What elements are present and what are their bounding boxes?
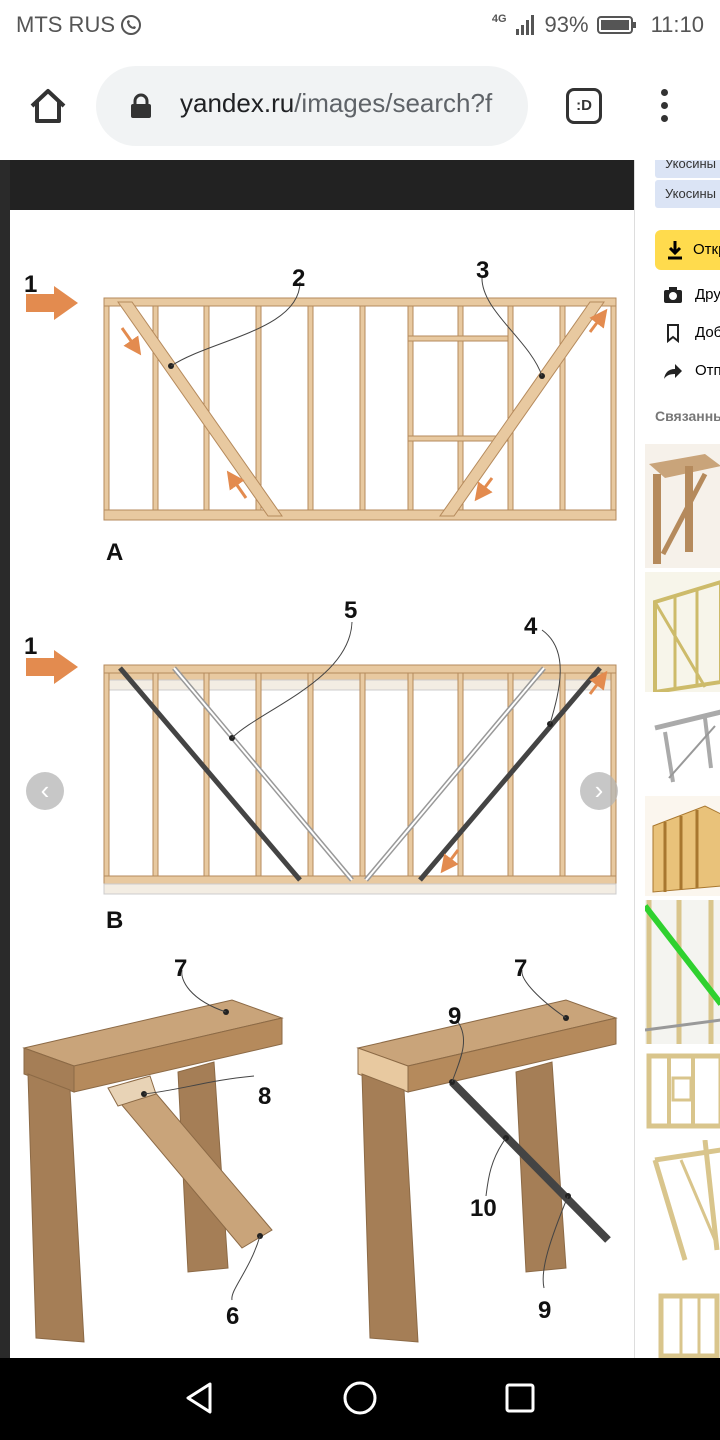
thumbnail-image bbox=[645, 572, 720, 692]
wall-frame-b bbox=[26, 621, 617, 895]
other-sizes-label: Дру bbox=[695, 286, 720, 303]
thumbnail-image bbox=[645, 900, 720, 1044]
camera-icon bbox=[664, 287, 682, 303]
callout-5: 5 bbox=[344, 597, 357, 624]
clock: 11:10 bbox=[650, 12, 704, 37]
tabs-button[interactable]: :D bbox=[566, 88, 602, 124]
prev-image-button[interactable]: ‹ bbox=[26, 772, 64, 810]
callout-3: 3 bbox=[476, 257, 489, 284]
tag-chip[interactable]: Укосины bbox=[655, 160, 720, 178]
related-thumbnail[interactable] bbox=[645, 1282, 720, 1358]
home-icon[interactable] bbox=[24, 82, 72, 130]
back-icon[interactable] bbox=[182, 1380, 218, 1416]
share-label: Отп bbox=[695, 362, 720, 379]
bookmark-icon bbox=[667, 324, 679, 343]
callout-1a: 1 bbox=[24, 271, 37, 298]
network-type: 4G bbox=[491, 13, 507, 25]
address-bar[interactable]: yandex.ru/images/search?f bbox=[96, 66, 528, 146]
download-icon bbox=[668, 241, 682, 260]
related-thumbnail[interactable] bbox=[645, 1140, 720, 1274]
share-item[interactable]: Отп bbox=[663, 356, 720, 386]
thumbnail-image bbox=[645, 1140, 720, 1274]
thumbnail-image bbox=[645, 698, 720, 790]
url-host: yandex.ru bbox=[180, 88, 295, 118]
battery-icon bbox=[596, 16, 636, 34]
carrier: MTS RUS bbox=[16, 12, 143, 38]
image-viewer[interactable]: A B 1 2 3 1 5 4 7 8 6 7 9 10 9 ‹ › bbox=[10, 210, 634, 1358]
section-label-a: A bbox=[106, 539, 123, 566]
related-thumbnail[interactable] bbox=[645, 444, 720, 568]
framing-diagram: A B 1 2 3 1 5 4 7 8 6 7 9 10 9 bbox=[22, 257, 618, 1343]
open-button-label: Откр bbox=[693, 241, 720, 258]
viewer-header bbox=[0, 160, 634, 210]
related-thumbnail[interactable] bbox=[645, 1050, 720, 1132]
url-text[interactable]: yandex.ru/images/search?f bbox=[180, 88, 520, 119]
recents-icon[interactable] bbox=[504, 1382, 536, 1414]
carrier-name: MTS RUS bbox=[16, 12, 115, 37]
thumbnail-image bbox=[645, 444, 720, 568]
callout-8: 8 bbox=[258, 1083, 271, 1110]
section-label-b: B bbox=[106, 907, 123, 934]
callout-6: 6 bbox=[226, 1303, 239, 1330]
callout-7b: 7 bbox=[514, 955, 527, 982]
android-nav-bar bbox=[0, 1358, 720, 1440]
more-menu-icon[interactable] bbox=[654, 86, 674, 126]
callout-10: 10 bbox=[470, 1195, 497, 1222]
signal-icon bbox=[515, 15, 534, 35]
tag-chip[interactable]: Укосины bbox=[655, 180, 720, 208]
brace-detail-wood bbox=[22, 969, 284, 1343]
thumbnail-image bbox=[645, 796, 720, 896]
status-right: 4G 93% 11:10 bbox=[492, 12, 704, 38]
callout-7a: 7 bbox=[174, 955, 187, 982]
related-thumbnail[interactable] bbox=[645, 698, 720, 790]
next-image-button[interactable]: › bbox=[580, 772, 618, 810]
add-to-collection-label: Доб bbox=[695, 324, 720, 341]
related-thumbnail[interactable] bbox=[645, 796, 720, 896]
battery-percent: 93% bbox=[544, 12, 589, 37]
viewer-left-edge bbox=[0, 160, 10, 1358]
open-button[interactable]: Откр bbox=[655, 230, 720, 270]
status-bar: MTS RUS 4G 93% 11:10 bbox=[0, 0, 720, 52]
home-circle-icon[interactable] bbox=[342, 1380, 378, 1416]
share-arrow-icon bbox=[664, 364, 682, 379]
related-thumbnail[interactable] bbox=[645, 900, 720, 1044]
url-path: /images/search?f bbox=[294, 88, 493, 118]
browser-toolbar: yandex.ru/images/search?f :D bbox=[0, 52, 720, 160]
add-to-collection-item[interactable]: Доб bbox=[663, 318, 720, 348]
callout-4: 4 bbox=[524, 613, 538, 640]
thumbnail-image bbox=[645, 1282, 720, 1358]
page-content: A B 1 2 3 1 5 4 7 8 6 7 9 10 9 ‹ › Укоси… bbox=[0, 160, 720, 1358]
callout-9a: 9 bbox=[448, 1003, 461, 1030]
thumbnail-image bbox=[645, 1050, 720, 1132]
callout-9b: 9 bbox=[538, 1297, 551, 1324]
side-panel: Укосины Укосины Откр Дру Доб Отп Связанн… bbox=[634, 160, 720, 1358]
callout-1b: 1 bbox=[24, 633, 37, 660]
related-thumbnail[interactable] bbox=[645, 572, 720, 692]
related-heading: Связанны bbox=[655, 408, 720, 424]
callout-2: 2 bbox=[292, 265, 305, 292]
other-sizes-item[interactable]: Дру bbox=[663, 280, 720, 310]
whatsapp-icon bbox=[121, 15, 141, 35]
lock-icon bbox=[131, 93, 151, 118]
brace-detail-steel bbox=[356, 969, 618, 1343]
